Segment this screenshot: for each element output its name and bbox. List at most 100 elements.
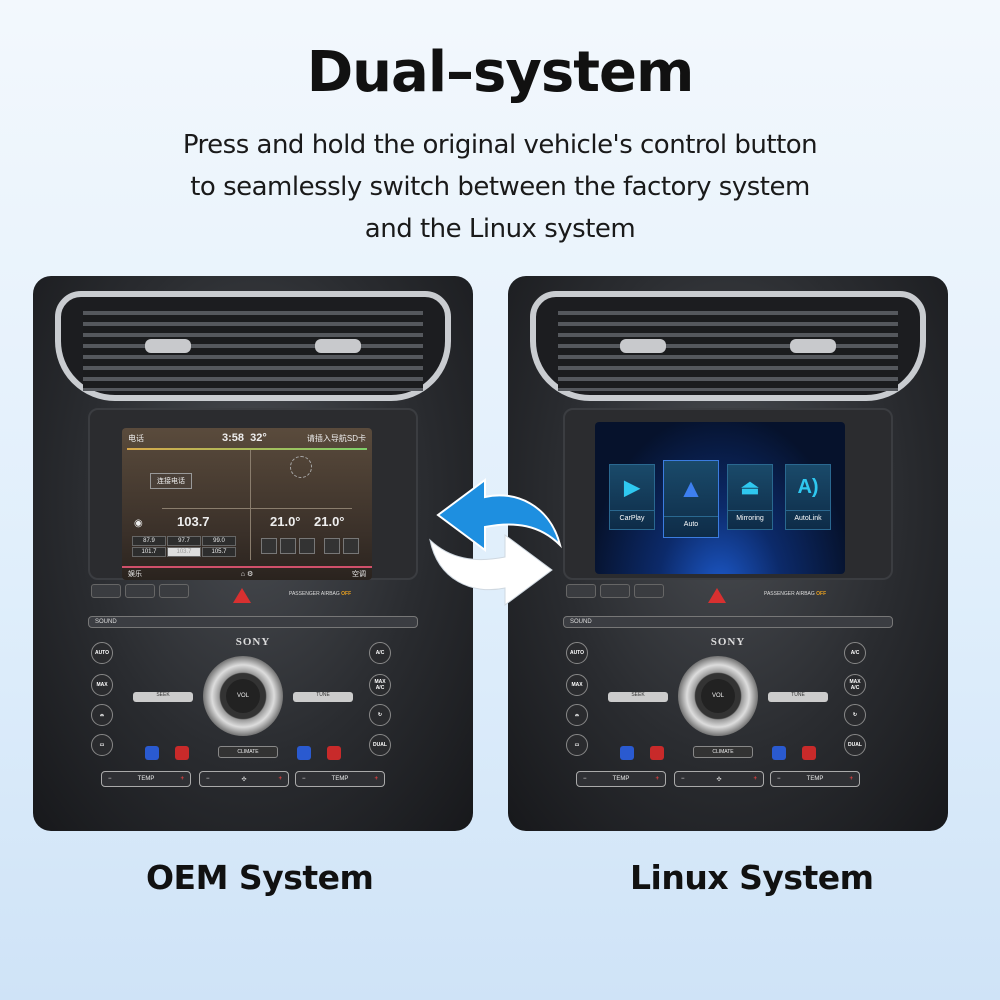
minus[interactable]: − [777, 776, 781, 782]
seat-cool-button[interactable] [145, 746, 159, 760]
preset-button[interactable]: 97.7 [167, 536, 201, 546]
fan-control[interactable]: −✣+ [199, 771, 289, 787]
max-ac-button[interactable]: MAX A/C [369, 674, 391, 696]
climate-tab[interactable]: 空调 [351, 571, 366, 578]
temp-left: 21.0° [270, 514, 301, 529]
minus[interactable]: − [583, 776, 587, 782]
carplay-icon: ▶ [624, 477, 640, 499]
temp-left-control[interactable]: − TEMP + [576, 771, 666, 787]
sound-button[interactable]: SOUND [563, 616, 893, 628]
climate-button[interactable]: CLIMATE [218, 746, 278, 758]
dual-button[interactable]: DUAL [844, 734, 866, 756]
home-icon[interactable]: ⌂ ⚙ [240, 571, 254, 578]
temp-label: TEMP [612, 776, 630, 782]
phone-tab[interactable]: 电话 [128, 433, 144, 443]
defrost-button[interactable]: ⌓ [91, 704, 113, 726]
app-mirroring[interactable]: ⏏Mirroring [727, 464, 773, 530]
steering-heat-button[interactable] [299, 538, 315, 554]
seat-heat-button[interactable] [327, 746, 341, 760]
air-vent [83, 311, 253, 391]
fan-control[interactable]: −✣+ [674, 771, 764, 787]
minus[interactable]: − [108, 776, 112, 782]
max-defrost-button[interactable]: MAX [91, 674, 113, 696]
plus[interactable]: + [180, 776, 184, 782]
button[interactable] [566, 584, 596, 598]
preset-button[interactable]: 87.9 [132, 536, 166, 546]
seat-heat-button[interactable] [261, 538, 277, 554]
seat-heat-button[interactable] [175, 746, 189, 760]
temp-label: TEMP [331, 776, 349, 782]
app-auto[interactable]: ▲ Auto [663, 460, 719, 538]
vol-label: VOL [701, 679, 735, 713]
hazard-button[interactable] [233, 588, 251, 603]
seat-cool-button[interactable] [772, 746, 786, 760]
temp-right-control[interactable]: − TEMP + [770, 771, 860, 787]
plus[interactable]: + [753, 776, 757, 782]
radio-frequency: 103.7 [177, 514, 210, 529]
android-auto-icon: ▲ [678, 473, 704, 503]
ac-button[interactable]: A/C [369, 642, 391, 664]
seat-cool-button[interactable] [620, 746, 634, 760]
rear-defrost-button[interactable]: ▭ [566, 734, 588, 756]
temp-label: TEMP [137, 776, 155, 782]
air-vent [253, 311, 423, 391]
seat-heat-button[interactable] [650, 746, 664, 760]
auto-button[interactable]: AUTO [566, 642, 588, 664]
airbag-off: OFF [341, 591, 352, 597]
seat-cool-button[interactable] [280, 538, 296, 554]
defrost-button[interactable]: ⌓ [566, 704, 588, 726]
seek-button[interactable]: SEEK [133, 692, 193, 702]
tune-button[interactable]: TUNE [293, 692, 353, 702]
preset-button[interactable]: 101.7 [132, 547, 166, 557]
seek-button[interactable]: SEEK [608, 692, 668, 702]
brand-logo: SONY [710, 636, 746, 648]
preset-button[interactable]: 103.7 [167, 547, 201, 557]
recirculation-button[interactable]: ↻ [369, 704, 391, 726]
temp-label: TEMP [806, 776, 824, 782]
plus[interactable]: + [374, 776, 378, 782]
rear-defrost-button[interactable]: ▭ [91, 734, 113, 756]
air-vent [728, 311, 898, 391]
mirroring-icon: ⏏ [740, 477, 760, 499]
plus[interactable]: + [278, 776, 282, 782]
max-ac-button[interactable]: MAX A/C [844, 674, 866, 696]
app-autolink[interactable]: A)AutoLink [785, 464, 831, 530]
minus[interactable]: − [206, 776, 210, 782]
button[interactable] [91, 584, 121, 598]
seat-heat-button[interactable] [802, 746, 816, 760]
max-defrost-button[interactable]: MAX [566, 674, 588, 696]
control-row [91, 584, 189, 598]
tune-button[interactable]: TUNE [768, 692, 828, 702]
temp-right-control[interactable]: − TEMP + [295, 771, 385, 787]
hazard-button[interactable] [708, 588, 726, 603]
button[interactable] [159, 584, 189, 598]
clock: 3:58 32° [222, 432, 267, 444]
volume-knob[interactable]: VOL [203, 656, 283, 736]
ac-button[interactable]: A/C [844, 642, 866, 664]
button[interactable] [600, 584, 630, 598]
climate-button[interactable]: CLIMATE [693, 746, 753, 758]
recirculation-button[interactable]: ↻ [844, 704, 866, 726]
seat-cool-button[interactable] [297, 746, 311, 760]
volume-knob[interactable]: VOL [678, 656, 758, 736]
sound-button[interactable]: SOUND [88, 616, 418, 628]
vol-label: VOL [226, 679, 260, 713]
temp-left-control[interactable]: − TEMP + [101, 771, 191, 787]
app-carplay[interactable]: ▶CarPlay [609, 464, 655, 530]
entertainment-tab[interactable]: 娱乐 [128, 571, 142, 578]
preset-button[interactable]: 105.7 [202, 547, 236, 557]
plus[interactable]: + [655, 776, 659, 782]
minus[interactable]: − [302, 776, 306, 782]
preset-button[interactable]: 99.0 [202, 536, 236, 546]
connect-phone-button[interactable]: 连接电话 [150, 473, 192, 489]
button[interactable] [125, 584, 155, 598]
app-label: Auto [664, 516, 718, 528]
auto-button[interactable]: AUTO [91, 642, 113, 664]
dual-button[interactable]: DUAL [369, 734, 391, 756]
seat-heat-button[interactable] [324, 538, 340, 554]
minus[interactable]: − [681, 776, 685, 782]
plus[interactable]: + [849, 776, 853, 782]
seat-cool-button[interactable] [343, 538, 359, 554]
button[interactable] [634, 584, 664, 598]
